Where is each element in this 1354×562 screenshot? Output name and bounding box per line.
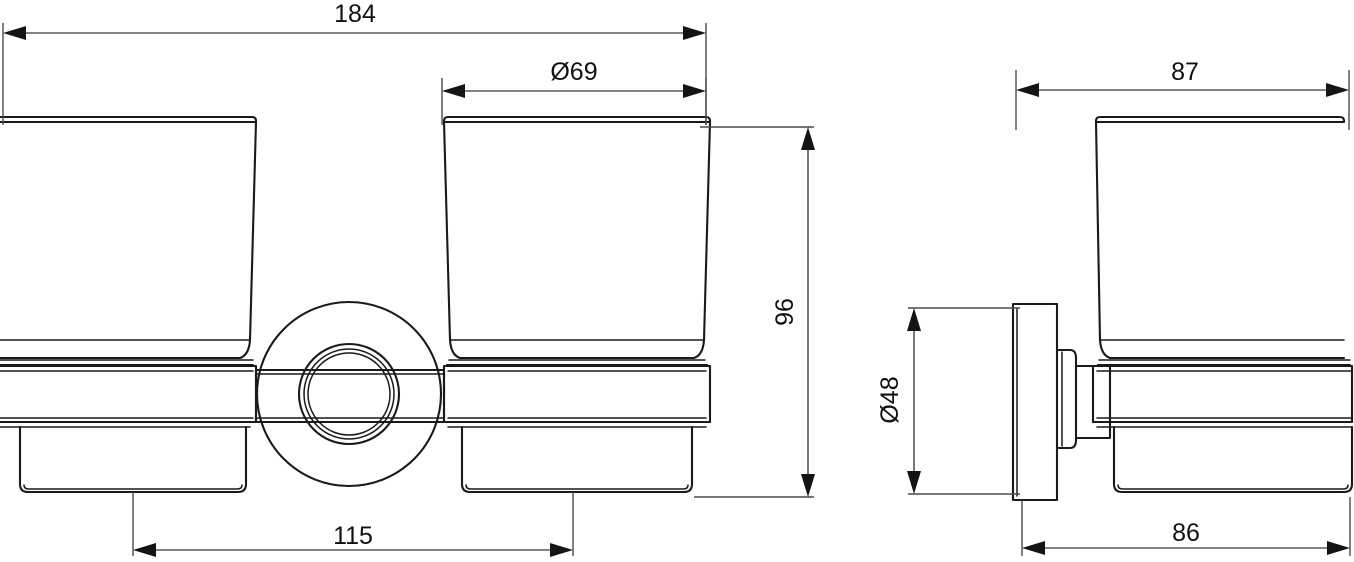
dimension-mount-spacing-115: 115 — [132, 492, 574, 557]
dimension-overall-width-184: 184 — [2, 0, 707, 125]
arrow-right — [550, 543, 573, 557]
arrow-right — [1326, 83, 1349, 97]
side-holder-ring — [1091, 364, 1354, 428]
arrow-left — [1016, 83, 1039, 97]
dimension-label-rosette-diameter: Ø48 — [876, 376, 904, 423]
left-tumbler-glass — [0, 115, 258, 367]
arrow-right — [1327, 541, 1350, 555]
arrow-left — [442, 84, 465, 98]
dimension-label-glass-diameter: Ø69 — [550, 58, 597, 86]
dimension-overall-height-96: 96 — [694, 126, 815, 498]
right-tumbler-glass — [442, 115, 712, 367]
front-view — [0, 115, 712, 494]
arrow-left — [3, 26, 26, 40]
arrow-up — [907, 308, 921, 331]
arrow-up — [801, 127, 815, 150]
arrow-left — [133, 543, 156, 557]
side-tumbler-glass — [1094, 115, 1352, 367]
side-view — [1011, 115, 1354, 502]
center-connecting-bar — [254, 368, 446, 424]
side-wall-plate — [1011, 302, 1059, 502]
dimension-side-depth-87: 87 — [1015, 58, 1350, 130]
side-tumbler-base — [1112, 425, 1354, 494]
dimension-label-overall-height: 96 — [771, 298, 799, 326]
dimension-label-mount-spacing: 115 — [333, 522, 373, 550]
arrow-left — [1022, 541, 1045, 555]
arrow-down — [801, 474, 815, 497]
right-tumbler-base — [460, 425, 694, 494]
dimension-glass-diameter-69: Ø69 — [441, 58, 707, 125]
side-rosette-boss — [1055, 348, 1078, 450]
dimension-rosette-diameter-48: Ø48 — [876, 307, 1020, 495]
left-tumbler-holder-ring — [0, 364, 258, 428]
dimension-label-base-depth: 86 — [1172, 519, 1200, 547]
right-tumbler-holder-ring — [442, 364, 712, 428]
center-rosette — [255, 300, 443, 488]
arrow-down — [907, 471, 921, 494]
left-tumbler-base — [18, 425, 248, 494]
dimension-label-overall-width: 184 — [334, 0, 376, 28]
dimension-label-side-depth: 87 — [1171, 58, 1199, 86]
arrow-right — [683, 84, 706, 98]
dimension-base-depth-86: 86 — [1021, 497, 1351, 556]
arrow-right — [683, 26, 706, 40]
